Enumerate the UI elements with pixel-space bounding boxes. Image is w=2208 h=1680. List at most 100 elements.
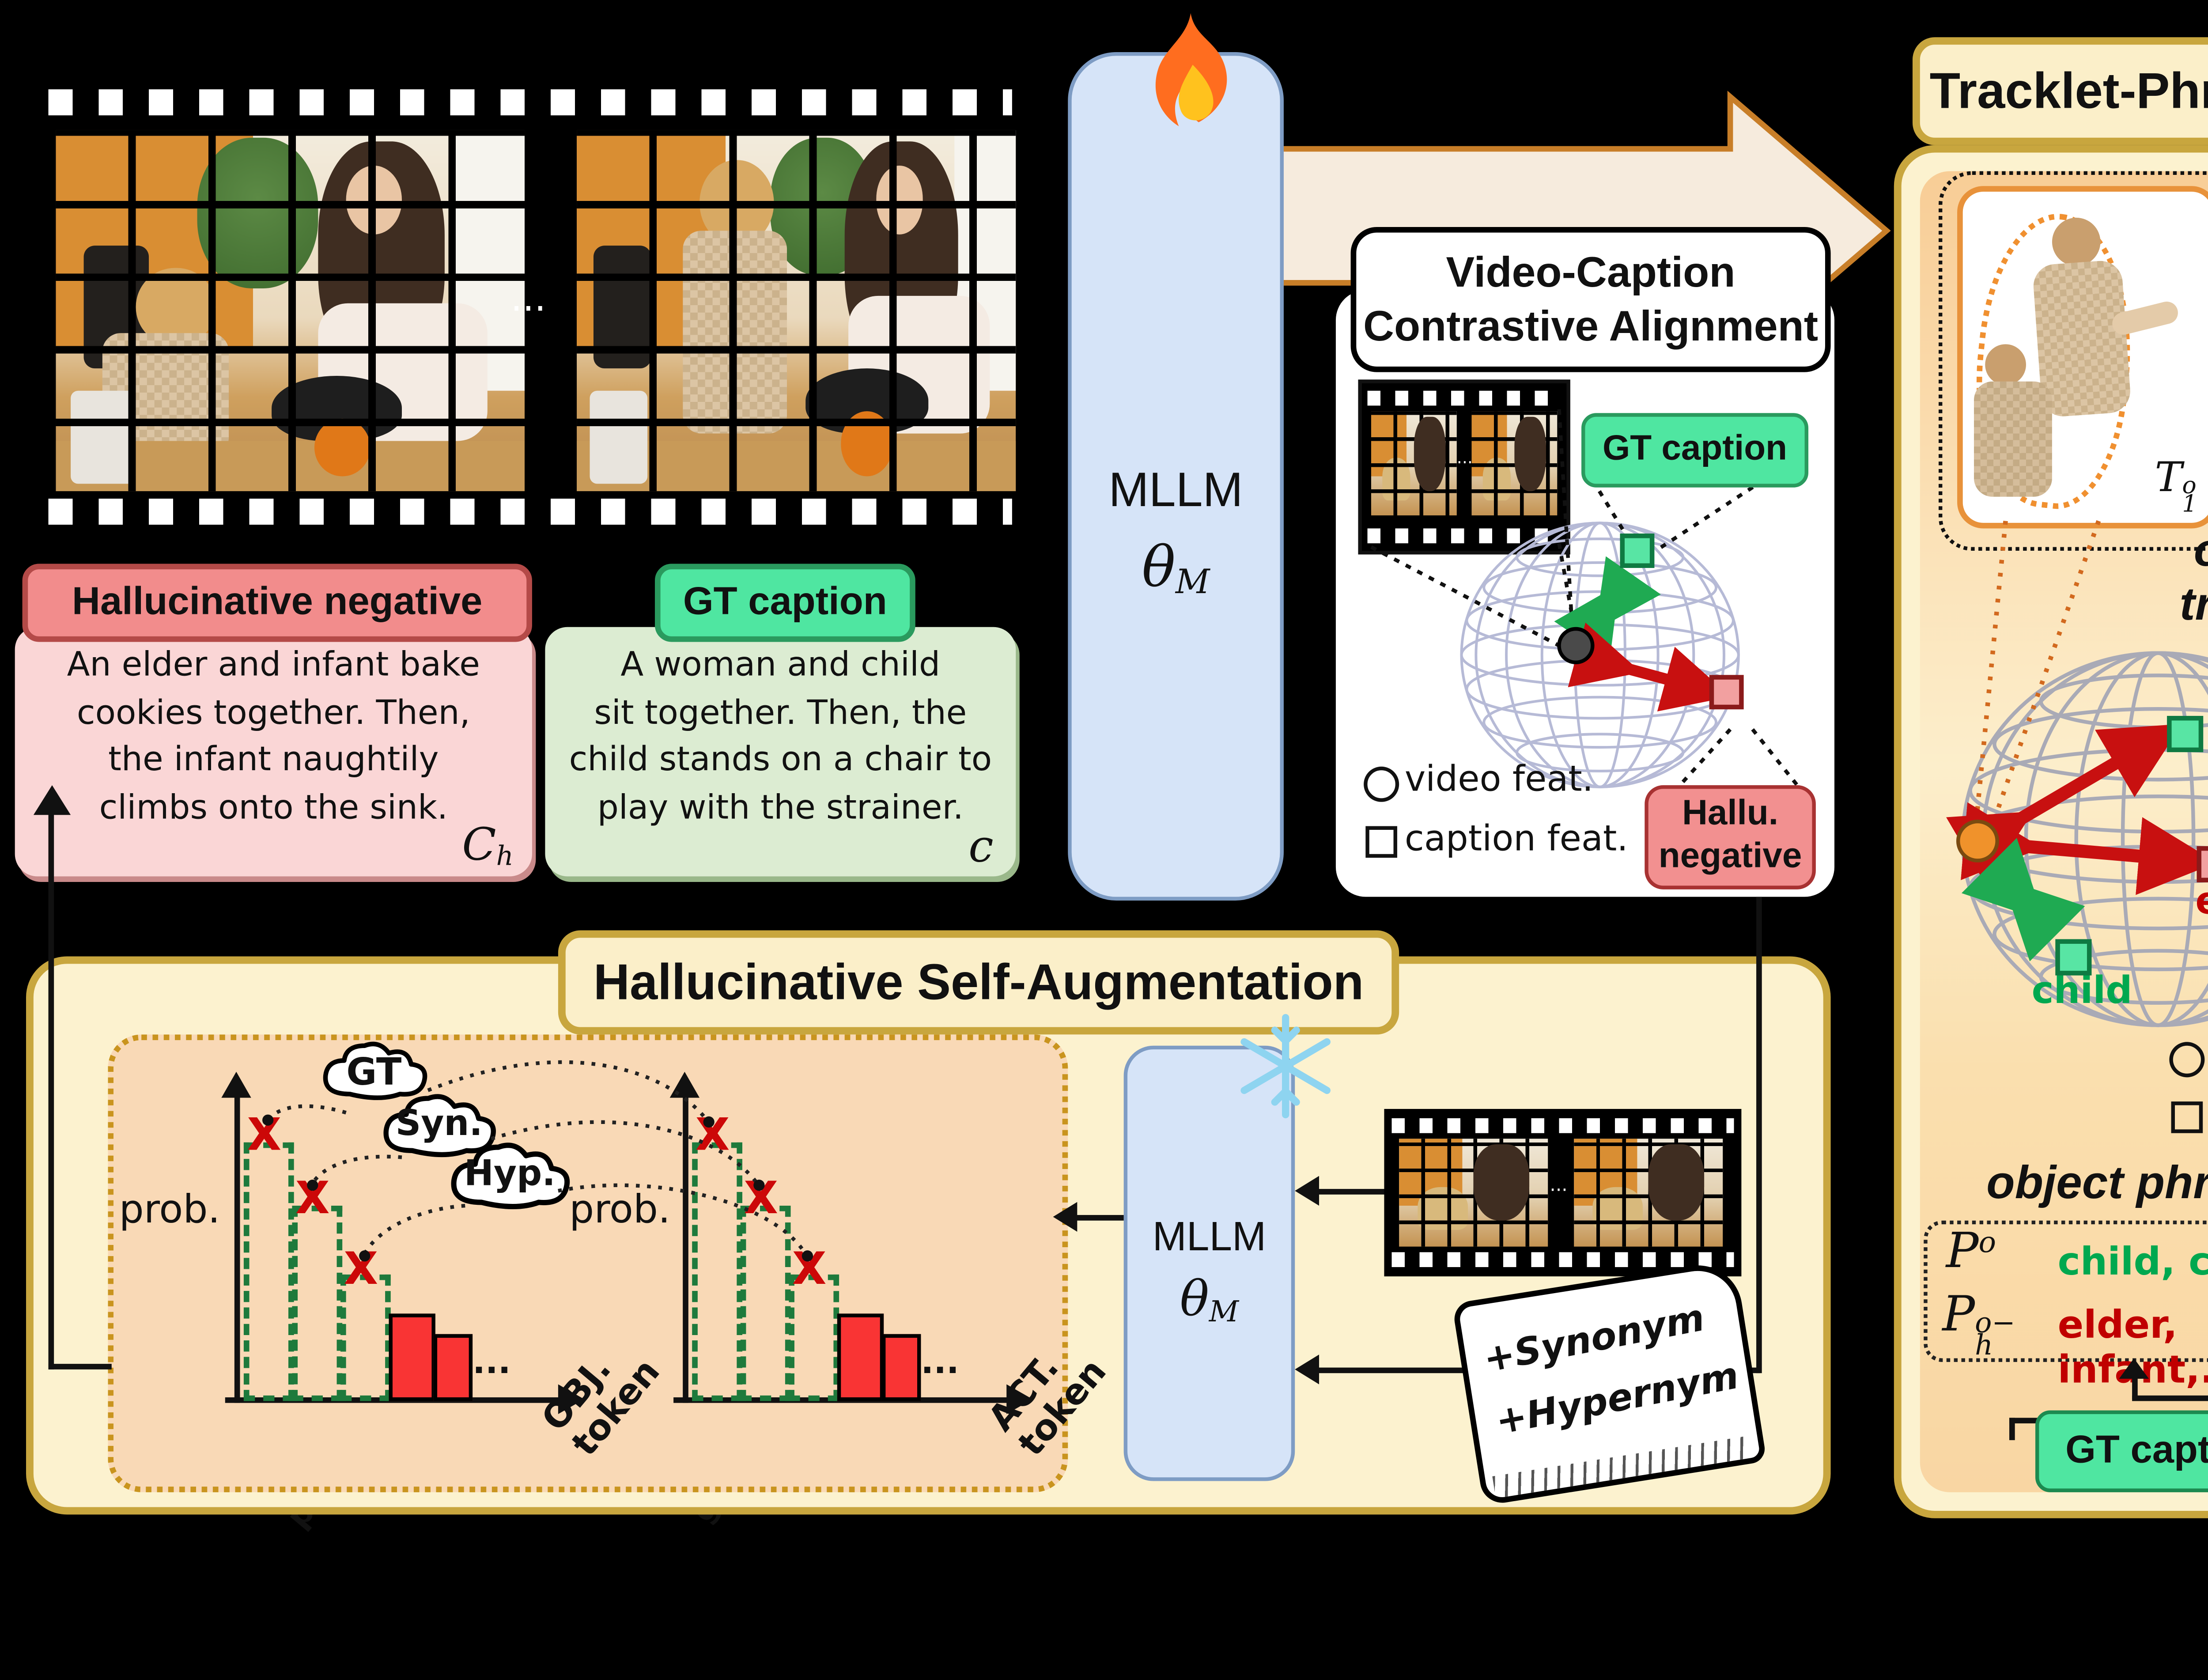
hallu-negative-body: An elder and infant bake cookies togethe… <box>15 627 532 877</box>
obj-bar-elder <box>389 1313 435 1401</box>
mllm-main-theta: θM <box>1142 536 1210 603</box>
textual-phrase-feat-icon <box>2171 1101 2203 1133</box>
video-frame-2 <box>573 126 1020 495</box>
act-chart-y-arrowhead <box>669 1071 700 1098</box>
x-mark: X <box>792 1243 827 1295</box>
filmstrip-sprockets-top <box>1367 390 1561 406</box>
thumb-ellipsis: ... <box>1456 450 1473 469</box>
bottom-film-frame-1 <box>1399 1139 1548 1247</box>
mllm-frozen-box: MLLM θM <box>1123 1045 1295 1481</box>
photo-woman-hair <box>318 141 445 365</box>
legend-caption-feat: caption feat. <box>1404 818 1628 860</box>
act-bar-other <box>881 1333 921 1401</box>
photo-child-shirt <box>682 231 788 434</box>
photo-woman-face <box>875 166 924 235</box>
photo-coffee-machine <box>84 246 150 369</box>
x-mark: X <box>295 1172 330 1225</box>
film-to-mllm-arrowhead <box>1295 1176 1320 1206</box>
object-phrase-box: Po child, chair,... Po−h elder, infant,.… <box>1924 1220 2208 1392</box>
object-phrase-neg-words: elder, infant,... <box>2057 1302 2208 1392</box>
caption-flow-line <box>1756 897 1762 1374</box>
photo-child-head <box>135 267 216 347</box>
photo-grid <box>1471 411 1558 516</box>
photo-plant <box>770 137 876 275</box>
mllm-frozen-label: MLLM <box>1152 1213 1267 1260</box>
cloud-hyp-label: Hyp. <box>464 1154 556 1195</box>
vc-thumb-frame-2 <box>1471 411 1558 516</box>
object-phrase-words: child, chair,... <box>2057 1239 2208 1284</box>
frames-ellipsis: ... <box>510 275 546 320</box>
hallu-negative-text: An elder and infant bake cookies togethe… <box>67 645 480 828</box>
obj-bar-kid <box>292 1205 343 1401</box>
prob-axis-label: prob. <box>119 1187 220 1232</box>
self-augmentation-title: Hallucinative Self-Augmentation <box>558 930 1399 1035</box>
film-to-mllm-line <box>1313 1189 1388 1195</box>
object-phrase-heading: object phrase <box>1986 1156 2208 1209</box>
photo-plant <box>196 137 318 289</box>
sphere-label-chair: chair <box>2207 737 2208 781</box>
obj-bars-ellipsis: ... <box>473 1343 511 1383</box>
gt-caption-title: GT caption <box>654 564 915 642</box>
x-mark: X <box>744 1172 779 1225</box>
vc-sphere <box>1455 514 1745 796</box>
object-tracklet-heading: object tracklet <box>2179 525 2208 631</box>
act-chart-x-arrowhead <box>1006 1384 1033 1414</box>
photo-bowl <box>805 368 928 434</box>
vc-hallu-chip: Hallu. negative <box>1645 785 1816 889</box>
photo-pumpkin <box>840 412 893 477</box>
hallu-symbol: Ch <box>462 819 514 873</box>
photo-window <box>450 130 525 390</box>
photo-counter <box>56 440 525 492</box>
act-chart-y-axis <box>683 1094 688 1403</box>
bottom-film-frame-2 <box>1574 1139 1723 1247</box>
augment-out-arrowhead <box>33 785 71 815</box>
augment-out-line-v <box>48 811 54 1370</box>
po-symbol: Po <box>1946 1224 1996 1280</box>
photo-child-shirt <box>102 332 230 455</box>
child-figure2-body <box>1974 381 2052 497</box>
filmstrip-sprockets-bottom <box>48 499 1012 525</box>
sphere-label-elder: elder <box>2195 878 2208 923</box>
gt-caption-body: A woman and child sit together. Then, th… <box>545 627 1016 877</box>
book-label: +Synonym +Hypernym <box>1479 1294 1743 1444</box>
photo-wall <box>577 130 726 347</box>
vc-panel-title: Video-Caption Contrastive Alignment <box>1350 227 1831 372</box>
obj-chart-y-axis <box>234 1094 240 1403</box>
act-bar-stand <box>692 1142 742 1401</box>
bottom-filmstrip: ... <box>1384 1109 1742 1277</box>
gt-symbol: c <box>968 820 994 873</box>
mllm-main-box: MLLM θM <box>1068 52 1284 901</box>
photo-chair <box>590 390 647 484</box>
video-feat-icon <box>1364 766 1399 802</box>
child-figure-head <box>2052 217 2101 266</box>
photo-coffee-machine <box>594 246 652 369</box>
child-figure2-head <box>1985 344 2026 386</box>
photo-pumpkin <box>314 419 370 477</box>
visual-tracklet-feat-icon <box>2169 1042 2205 1078</box>
video-filmstrip: ... <box>37 74 1024 540</box>
photo-grid <box>1371 411 1457 516</box>
photo-window <box>954 130 1016 390</box>
photo-grid <box>1399 1139 1548 1247</box>
act-bars-ellipsis: ... <box>921 1343 959 1383</box>
vc-gt-caption-chip: GT caption <box>1581 413 1809 488</box>
photo-bowl <box>271 375 403 441</box>
x-mark: X <box>344 1243 378 1295</box>
photo-grid <box>1574 1139 1723 1247</box>
vc-thumb-frame-1 <box>1371 411 1457 516</box>
act-bar-getup <box>740 1205 791 1401</box>
cloud-gt-label: GT <box>346 1049 402 1094</box>
mllm-to-charts-line <box>1071 1215 1124 1221</box>
tracklet-phrase-title: Tracklet-Phrase Contrastive Alignment <box>1912 37 2208 145</box>
phrase-up-arrowhead <box>2119 1358 2149 1379</box>
obj-chart-y-arrowhead <box>221 1071 251 1098</box>
photo-woman-shirt <box>318 303 488 441</box>
mllm-main-label: MLLM <box>1108 461 1243 518</box>
mllm-to-charts-arrowhead <box>1053 1202 1078 1232</box>
film-ellipsis: ... <box>1550 1176 1568 1196</box>
photo-woman-face <box>346 166 403 235</box>
photo-counter <box>577 440 1016 492</box>
